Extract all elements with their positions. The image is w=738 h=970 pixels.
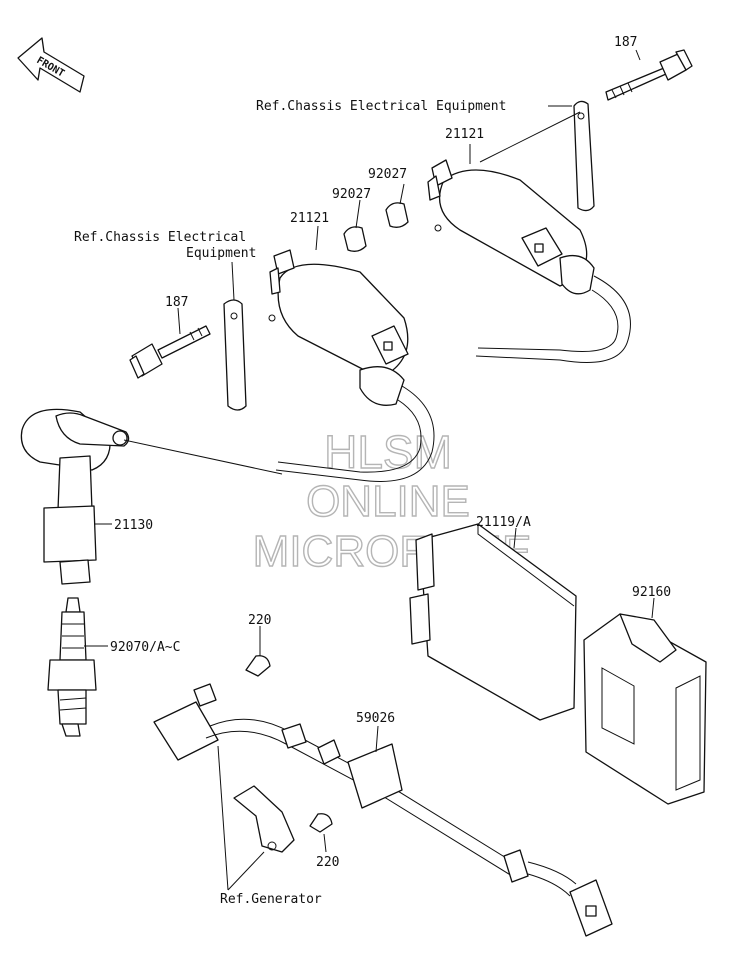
spark-plug xyxy=(47,597,97,737)
watermark-line-1: HLSM xyxy=(324,426,452,478)
label-187-top: 187 xyxy=(614,35,637,50)
watermark-line-2: ONLINE xyxy=(306,477,470,526)
leader-lines xyxy=(84,49,655,891)
label-59026: 59026 xyxy=(356,711,395,726)
front-arrow-icon: FRONT xyxy=(17,37,85,93)
ignition-coil-left xyxy=(268,249,435,482)
label-220-top: 220 xyxy=(248,613,271,628)
bolt-187-left xyxy=(129,325,211,379)
label-ref-generator: Ref.Generator xyxy=(220,892,322,907)
spark-plug-cap xyxy=(20,408,130,585)
bracket-left xyxy=(223,299,247,411)
label-ref-chassis-top: Ref.Chassis Electrical Equipment xyxy=(256,99,506,114)
label-187-left: 187 xyxy=(165,295,188,310)
igniter-case xyxy=(583,613,707,805)
bracket-top xyxy=(573,100,595,212)
igniter-unit xyxy=(409,523,577,721)
sensor-harness xyxy=(153,683,613,937)
label-ref-chassis-left-line1: Ref.Chassis Electrical xyxy=(74,230,246,245)
label-92027-left: 92027 xyxy=(332,187,371,202)
generator-bracket-hole xyxy=(267,841,277,851)
bolt-187-top xyxy=(605,49,693,101)
label-21119-a: 21119/A xyxy=(476,515,531,530)
label-92027-right: 92027 xyxy=(368,167,407,182)
label-220-bottom: 220 xyxy=(316,855,339,870)
spacer-92027-left xyxy=(343,226,367,252)
screw-220-bottom xyxy=(309,813,333,833)
label-21130: 21130 xyxy=(114,518,153,533)
ignition-coil-right xyxy=(427,159,631,363)
label-21121-top: 21121 xyxy=(445,127,484,142)
label-92160: 92160 xyxy=(632,585,671,600)
spacer-92027-right xyxy=(385,202,409,228)
screw-220-top xyxy=(245,655,271,677)
label-ref-chassis-left-line2: Equipment xyxy=(186,246,256,261)
label-92070: 92070/A~C xyxy=(110,640,180,655)
generator-bracket xyxy=(233,785,295,853)
label-21121-left: 21121 xyxy=(290,211,329,226)
